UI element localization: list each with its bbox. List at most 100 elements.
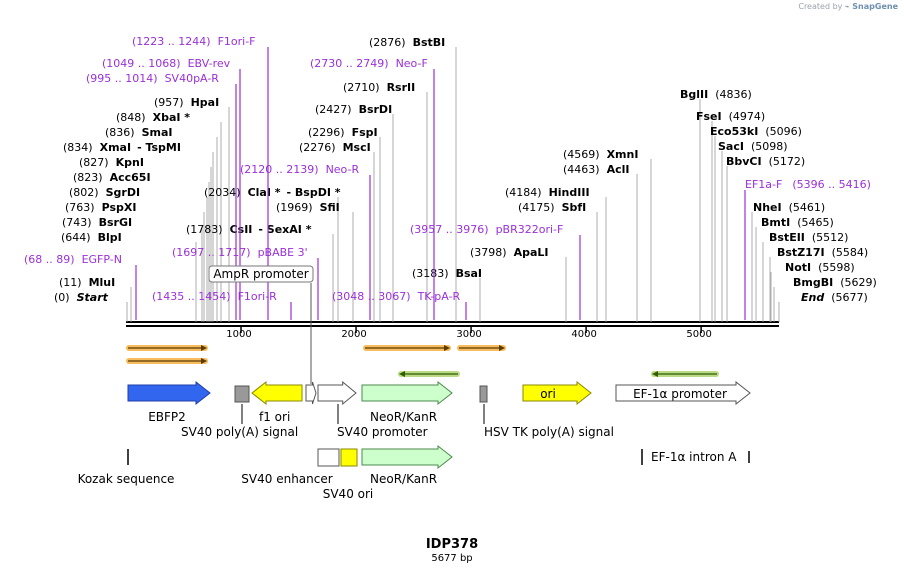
site-position: (5098) xyxy=(751,140,788,153)
site-position: (2710) xyxy=(343,81,380,94)
primer-name: SV40pA-R xyxy=(165,72,220,85)
site-position: (5512) xyxy=(812,231,849,244)
site-msci: (2276) MscI xyxy=(299,141,375,322)
site-name: BsrDI xyxy=(359,103,393,116)
site-name: End xyxy=(801,291,824,304)
primer-f1ori-r: (1435 .. 1454)F1ori-R xyxy=(152,290,292,320)
label-neor-kanr-2: NeoR/KanR xyxy=(370,472,437,486)
site-acli: (4463)AclI xyxy=(563,163,638,322)
site-hindiii: (4184)HindIII xyxy=(505,186,607,322)
orf-arrowhead xyxy=(499,345,505,351)
primer-ef1a-f: EF1a-F (5396 .. 5416) xyxy=(744,178,871,320)
axis-tick-label: 2000 xyxy=(341,329,366,340)
ampr-promoter-arrow xyxy=(305,381,317,405)
site-bstbi: (2876)BstBI xyxy=(369,36,457,322)
site-position: (827) xyxy=(79,156,109,169)
primer-name: EF1a-F xyxy=(745,178,782,191)
site-fsei: FseI(4974) xyxy=(696,110,765,322)
site-name: BlpI xyxy=(98,231,122,244)
snapgene-logo-icon: ⌁ xyxy=(844,2,850,11)
site-name: NotI xyxy=(785,261,811,274)
site-name: SmaI xyxy=(142,126,173,139)
green-arrowhead xyxy=(399,371,405,377)
label-sv40-ori: SV40 ori xyxy=(323,487,374,501)
site-name: ApaLI xyxy=(514,246,549,259)
site-bsrdi: (2427)BsrDI xyxy=(315,103,394,322)
site-name: BglII xyxy=(680,88,708,101)
site-name: BbvCI xyxy=(726,155,762,168)
ampr-promoter-callout xyxy=(208,265,314,283)
primer-range: (2730 .. 2749) xyxy=(310,57,389,70)
feature-direction-2 xyxy=(651,371,719,377)
site-position: (11) xyxy=(59,276,82,289)
primer-egfp-n: (68 .. 89)EGFP-N xyxy=(24,253,137,320)
label-sv40-enhancer: SV40 enhancer xyxy=(241,472,332,486)
site-name-extra: - BspDI * xyxy=(287,186,341,199)
site-mlui: (11)MluI xyxy=(59,276,132,322)
site-name: HpaI xyxy=(191,96,220,109)
label-sv40-polya: SV40 poly(A) signal xyxy=(181,425,298,439)
site-acc65i: (823)Acc65I xyxy=(73,171,210,322)
site-blpi: (644) BlpI xyxy=(61,231,197,322)
site-name: SbfI xyxy=(562,201,587,214)
site-position: (3183) xyxy=(412,267,449,280)
site-name: XmaI xyxy=(100,141,131,154)
site-name: NheI xyxy=(753,201,782,214)
hsv-tk-polya-box xyxy=(479,385,488,403)
site-position: (802) xyxy=(69,186,99,199)
site-eco53ki: Eco53kI(5096) xyxy=(710,125,802,322)
site-position: (2034) xyxy=(204,186,241,199)
f1-ori-arrow xyxy=(251,380,303,406)
site-position: (763) xyxy=(65,201,95,214)
primer-name: Neo-F xyxy=(396,57,428,70)
site-name: AclI xyxy=(607,163,630,176)
site-position: (4974) xyxy=(729,110,766,123)
sv40-polya-box xyxy=(234,385,250,403)
site-sfii: (1969) SfiI xyxy=(276,201,354,322)
site-name: BstEII xyxy=(769,231,805,244)
sv40-ori-box xyxy=(340,448,358,467)
ef1a-promoter-arrow xyxy=(615,380,751,406)
site-kpni: (827) KpnI xyxy=(79,156,212,322)
credit-prefix: Created by xyxy=(798,2,843,11)
label-ampr-promoter: AmpR promoter xyxy=(213,267,308,281)
site-name: BmtI xyxy=(761,216,790,229)
site-csii: (1783)CsII- SexAI * xyxy=(186,223,334,322)
site-bsteii: BstEII (5512) xyxy=(762,231,849,322)
site-name: SfiI xyxy=(320,201,340,214)
primer-name: Neo-R xyxy=(326,163,360,176)
orf-arrowhead xyxy=(201,345,207,351)
site-name: PspXI xyxy=(102,201,137,214)
site-xbai: (848)XbaI * xyxy=(116,111,222,322)
primer-pbabe-3: (1697 .. 1717)pBABE 3' xyxy=(172,246,319,320)
sv40-enhancer-box xyxy=(317,448,340,467)
site-name: Eco53kI xyxy=(710,125,758,138)
site-name: KpnI xyxy=(116,156,144,169)
site-bmti: BmtI(5465) xyxy=(755,216,834,322)
site-position: (834) xyxy=(63,141,93,154)
site-position: (4184) xyxy=(505,186,542,199)
site-position: (644) xyxy=(61,231,91,244)
plasmid-size: 5677 bp xyxy=(431,553,473,564)
site-name: MscI xyxy=(343,141,371,154)
site-bsai: (3183)BsaI xyxy=(412,267,482,322)
primer-range: (5396 .. 5416) xyxy=(792,178,871,191)
primer-range: (2120 .. 2139) xyxy=(240,163,319,176)
site-position: (2276) xyxy=(299,141,336,154)
primer-name: EGFP-N xyxy=(82,253,122,266)
neor-kanr-arrow-1 xyxy=(361,380,453,406)
site-position: (957) xyxy=(154,96,184,109)
axis-tick-label: 5000 xyxy=(686,329,711,340)
site-position: (0) xyxy=(54,291,70,304)
site-name: Start xyxy=(77,291,109,304)
primer-name: F1ori-R xyxy=(238,290,278,303)
site-position: (743) xyxy=(62,216,92,229)
label-sv40-promoter: SV40 promoter xyxy=(337,425,428,439)
primer-range: (1049 .. 1068) xyxy=(102,57,181,70)
label-ef1a-intron: EF-1α intron A xyxy=(651,450,737,464)
site-bsrgi: (743)BsrGI xyxy=(62,216,203,322)
site-position: (1969) xyxy=(276,201,313,214)
site-position: (5172) xyxy=(769,155,806,168)
feature-direction-1 xyxy=(398,371,460,377)
